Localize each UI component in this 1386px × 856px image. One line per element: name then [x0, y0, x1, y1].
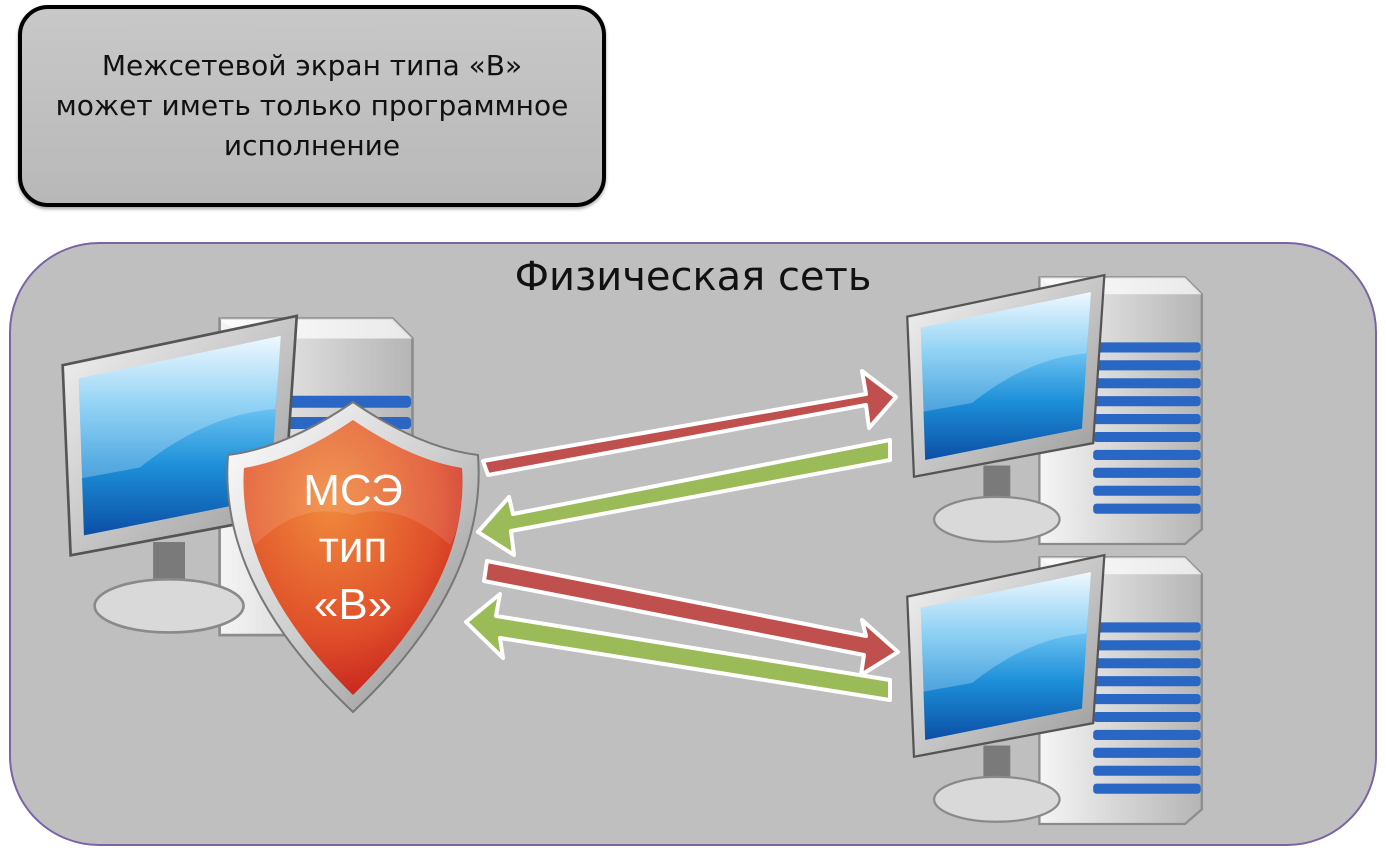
network-label: Физическая сеть	[514, 254, 872, 300]
bottom-computer-icon	[906, 554, 1203, 826]
arrow-in-top	[476, 438, 892, 557]
callout-text: Межсетевой экран типа «В» может иметь то…	[55, 49, 569, 162]
shield-line-1: МСЭ	[303, 466, 403, 515]
arrow-in-bottom	[464, 592, 892, 702]
shield-line-2: тип	[319, 523, 388, 572]
info-callout: Межсетевой экран типа «В» может иметь то…	[18, 5, 606, 207]
arrow-out-bottom	[482, 559, 900, 677]
shield-line-3: «В»	[314, 580, 392, 629]
shield-icon: МСЭ тип «В»	[226, 400, 480, 714]
top-computer-icon	[906, 274, 1203, 546]
arrow-out-top	[481, 369, 898, 477]
